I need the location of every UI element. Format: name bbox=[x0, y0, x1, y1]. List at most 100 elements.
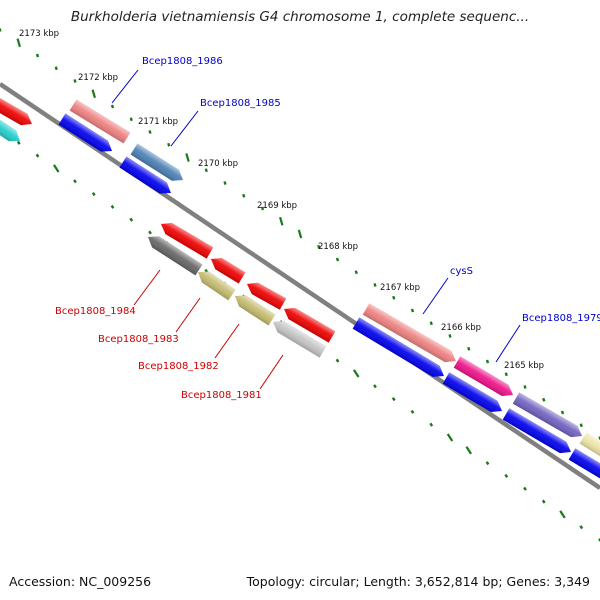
gene-bcep1808-1986-shine bbox=[69, 99, 131, 144]
gene-purple-shine bbox=[512, 392, 583, 438]
major-tick bbox=[353, 369, 360, 378]
gene-forward-blue-6 bbox=[568, 448, 600, 479]
minor-tick bbox=[260, 206, 265, 211]
leader-bcep1808-1982 bbox=[214, 323, 240, 359]
minor-tick bbox=[542, 397, 546, 402]
major-tick bbox=[185, 153, 190, 162]
gene-label-reverse: Bcep1808_1981 bbox=[181, 390, 262, 401]
minor-tick bbox=[167, 142, 171, 147]
scale-label: 2168 kbp bbox=[318, 242, 358, 252]
gene-forward-blue-3 bbox=[352, 317, 444, 377]
minor-tick bbox=[242, 193, 246, 198]
chromosome-backbone bbox=[0, 82, 600, 490]
gene-bcep1808-1983-shine bbox=[198, 271, 236, 301]
leader-bcep1808-1981 bbox=[259, 354, 284, 390]
minor-tick bbox=[335, 358, 340, 363]
gene-bcep1808-1982 bbox=[235, 295, 276, 326]
minor-tick bbox=[148, 230, 152, 235]
gene-label-forward: cysS bbox=[450, 266, 473, 277]
gene-purple bbox=[512, 392, 583, 438]
gene-khaki bbox=[579, 432, 600, 457]
minor-tick bbox=[410, 308, 415, 313]
minor-tick bbox=[317, 244, 321, 249]
minor-tick bbox=[110, 204, 115, 209]
accession-text: Accession: NC_009256 bbox=[9, 574, 152, 589]
minor-tick bbox=[373, 283, 377, 287]
gene-forward-blue-5-shine bbox=[502, 408, 572, 454]
minor-tick bbox=[129, 117, 133, 122]
leader-bcep1808-1983 bbox=[175, 297, 201, 333]
minor-tick bbox=[504, 372, 508, 377]
major-tick bbox=[91, 89, 96, 99]
minor-tick bbox=[560, 410, 565, 415]
scale-label: 2165 kbp bbox=[504, 361, 544, 371]
gene-label-reverse: Bcep1808_1983 bbox=[98, 334, 179, 345]
gene-bcep1808-1985-shine bbox=[130, 143, 184, 181]
gene-dark-gray bbox=[148, 236, 203, 276]
major-tick bbox=[16, 38, 21, 48]
scale-label: 2170 kbp bbox=[198, 159, 238, 169]
scale-label: 2166 kbp bbox=[441, 323, 481, 333]
gene-cyss-shine bbox=[362, 303, 456, 363]
gene-light-gray-shine bbox=[273, 321, 327, 358]
minor-tick bbox=[335, 257, 340, 262]
gene-bcep1808-1979 bbox=[453, 356, 514, 397]
minor-tick bbox=[429, 422, 434, 427]
minor-tick bbox=[429, 321, 433, 326]
gene-left-edge-red bbox=[0, 95, 32, 126]
gene-bcep1808-1981-red-shine bbox=[284, 307, 336, 343]
gene-label-forward: Bcep1808_1986 bbox=[142, 56, 223, 67]
minor-tick bbox=[148, 130, 152, 134]
minor-tick bbox=[410, 409, 415, 414]
minor-tick bbox=[391, 397, 396, 402]
gene-left-edge-cyan bbox=[0, 116, 20, 142]
gene-bcep1808-1986 bbox=[69, 99, 131, 144]
major-tick bbox=[297, 229, 303, 239]
gene-forward-blue-1 bbox=[58, 113, 113, 152]
minor-tick bbox=[35, 153, 40, 158]
gene-forward-blue-4-shine bbox=[442, 372, 503, 413]
minor-tick bbox=[373, 384, 377, 389]
gene-light-gray bbox=[273, 321, 327, 358]
minor-tick bbox=[598, 538, 600, 543]
minor-tick bbox=[504, 473, 509, 478]
gene-khaki-shine bbox=[579, 432, 600, 457]
gene-red-small bbox=[211, 258, 246, 284]
gene-bcep1808-1981-red bbox=[284, 307, 336, 343]
minor-tick bbox=[467, 346, 471, 351]
minor-tick bbox=[16, 140, 21, 145]
gene-left-edge-red-shine bbox=[0, 95, 32, 126]
label-leader-lines bbox=[111, 69, 521, 390]
gene-bcep1808-1984 bbox=[161, 222, 214, 259]
minor-tick bbox=[110, 104, 115, 109]
scale-label: 2167 kbp bbox=[380, 283, 420, 293]
leader-bcep1808-1979 bbox=[495, 324, 521, 363]
minor-tick bbox=[73, 79, 77, 83]
scale-label: 2171 kbp bbox=[138, 117, 178, 127]
leader-cyss bbox=[422, 277, 449, 315]
gene-forward-blue-5 bbox=[502, 408, 572, 454]
major-tick bbox=[559, 510, 566, 519]
minor-tick bbox=[204, 168, 208, 173]
minor-tick bbox=[73, 179, 77, 184]
scale-label: 2172 kbp bbox=[78, 73, 118, 83]
minor-tick bbox=[523, 385, 527, 389]
gene-forward-blue-3-shine bbox=[352, 317, 444, 377]
major-tick bbox=[279, 216, 284, 226]
minor-tick bbox=[392, 295, 396, 300]
scale-label: 2169 kbp bbox=[257, 201, 297, 211]
major-tick bbox=[446, 433, 454, 442]
minor-tick bbox=[485, 461, 490, 466]
gene-forward-blue-2 bbox=[119, 156, 171, 194]
gene-bcep1808-1985 bbox=[130, 143, 184, 181]
minor-tick bbox=[91, 192, 96, 197]
gene-label-reverse: Bcep1808_1982 bbox=[138, 361, 219, 372]
minor-tick bbox=[523, 486, 527, 491]
gene-labels: Bcep1808_1986Bcep1808_1985cysSBcep1808_1… bbox=[55, 56, 600, 401]
gene-left-edge-cyan-shine bbox=[0, 116, 20, 142]
minor-tick bbox=[223, 181, 227, 185]
minor-tick bbox=[354, 270, 358, 275]
scale-ticks-upper bbox=[0, 28, 600, 440]
